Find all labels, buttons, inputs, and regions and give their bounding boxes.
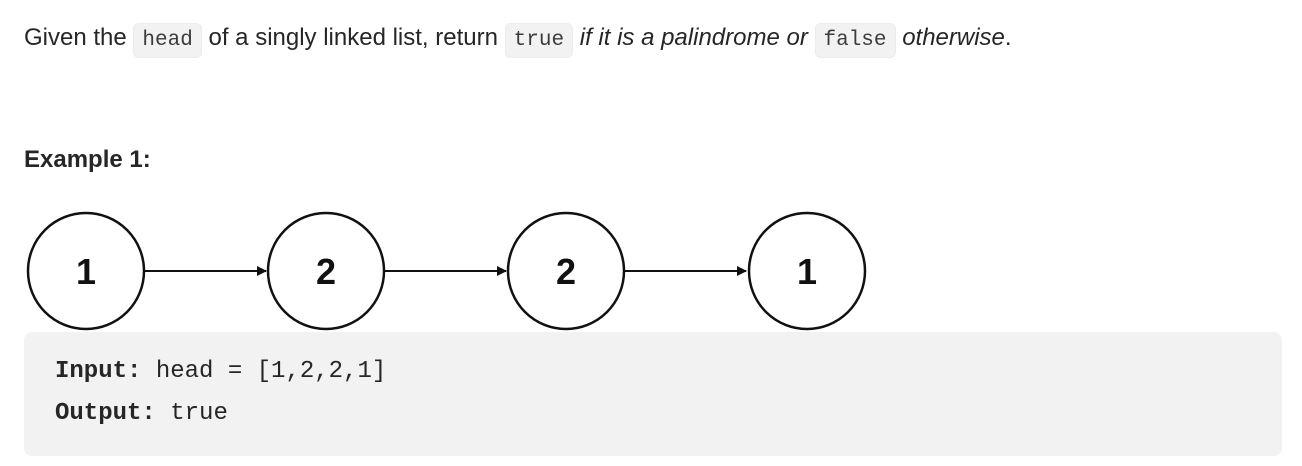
problem-description: Given the head of a singly linked list, …	[24, 16, 1012, 63]
input-value: head = [1,2,2,1]	[155, 358, 387, 385]
description-period: .	[1004, 24, 1012, 51]
node-circle	[26, 211, 146, 331]
node-value: 2	[556, 251, 576, 292]
example-title: Example 1:	[24, 146, 151, 173]
node-circle	[747, 211, 867, 331]
input-line: Input: head = [1,2,2,1]	[55, 358, 386, 385]
output-value: true	[170, 400, 228, 427]
linked-list-diagram: 1 2 2 1	[26, 211, 867, 331]
example-code-block: Input: head = [1,2,2,1] Output: true	[24, 332, 1282, 456]
description-italic-b: otherwise	[902, 24, 1005, 51]
node-circle	[506, 211, 626, 331]
node-4: 1	[747, 211, 867, 331]
node-circle	[266, 211, 386, 331]
node-1: 1	[26, 211, 146, 331]
description-middle: of a singly linked list, return	[208, 24, 498, 51]
inline-code-head: head	[133, 23, 202, 58]
inline-code-true: true	[504, 23, 574, 58]
node-value: 1	[797, 251, 817, 292]
output-line: Output: true	[55, 400, 228, 427]
description-italic-a: if it is a palindrome or	[579, 24, 808, 51]
input-label: Input:	[55, 358, 142, 385]
node-2: 2	[266, 211, 386, 331]
inline-code-false: false	[814, 23, 896, 58]
node-3: 2	[506, 211, 626, 331]
node-value: 2	[316, 251, 336, 292]
description-prefix: Given the	[24, 24, 127, 51]
output-label: Output:	[55, 400, 156, 427]
node-value: 1	[76, 251, 96, 292]
